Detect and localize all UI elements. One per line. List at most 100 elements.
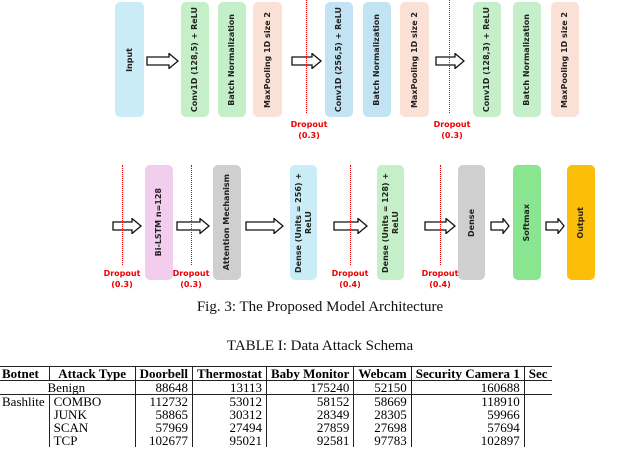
cell-botnet: Bashlite xyxy=(2,394,45,409)
layer-label: MaxPooling 1D size 2 xyxy=(409,11,419,108)
cell-botnet xyxy=(0,434,49,447)
cell-botnet xyxy=(0,421,49,434)
arrow-right-icon xyxy=(112,218,142,234)
cell: 58865 xyxy=(134,408,193,421)
header-sec: Sec xyxy=(523,366,552,381)
layer-box: Batch Normalization xyxy=(513,2,541,117)
layer-box: Softmax xyxy=(513,165,541,280)
table-row: Benign 88648 13113 175240 52150 160688 xyxy=(0,380,552,395)
cell: 28349 xyxy=(265,408,354,421)
layer-box: MaxPooling 1D size 2 xyxy=(551,2,579,117)
layer-box: Batch Normalization xyxy=(363,2,391,117)
layer-label: Dense (Units = 128) + ReLU xyxy=(380,172,400,273)
dropout-text: Dropout xyxy=(433,120,471,129)
dropout-label: Dropout (0.3) xyxy=(427,119,477,141)
layer-label: Conv1D (128,3) + ReLU xyxy=(482,6,491,113)
dropout-text: Dropout xyxy=(331,269,369,278)
header-thermostat: Thermostat xyxy=(192,366,267,381)
layer-box: Output xyxy=(567,165,595,280)
cell: 97783 xyxy=(353,434,412,447)
data-attack-table: Botnet Attack Type Doorbell Thermostat B… xyxy=(0,366,552,447)
dropout-rate: (0.3) xyxy=(180,280,202,289)
cell: 175240 xyxy=(265,380,354,395)
header-botnet: Botnet xyxy=(0,366,50,381)
dropout-label: Dropout (0.4) xyxy=(325,268,375,290)
dropout-rate: (0.3) xyxy=(298,131,320,140)
cell xyxy=(523,380,552,395)
cell: 58669 xyxy=(353,394,412,408)
cell xyxy=(523,434,552,447)
layer-box: Conv1D (128,3) + ReLU xyxy=(473,2,501,117)
layer-label: MaxPooling 1D size 2 xyxy=(560,11,569,108)
layer-box: Attention Mechanism xyxy=(213,165,241,280)
cell xyxy=(523,394,552,408)
cell: 92581 xyxy=(265,434,354,447)
cell: 58152 xyxy=(265,394,354,408)
dropout-line xyxy=(449,0,450,113)
cell-benign: Benign xyxy=(0,380,136,395)
layer-label: Bi-LSTM n=128 xyxy=(154,188,163,257)
arrow-right-icon xyxy=(176,218,210,234)
cell: 88648 xyxy=(134,380,193,395)
cell: 30312 xyxy=(192,408,267,421)
cell-botnet xyxy=(0,408,49,421)
layer-box: MaxPooling 1D size 2 xyxy=(400,2,429,117)
layer-label: Conv1D (256,5) + ReLU xyxy=(334,6,343,113)
cell: 57969 xyxy=(134,421,193,434)
dropout-label: Dropout (0.3) xyxy=(284,119,334,141)
dropout-label: Dropout(0.4) xyxy=(415,268,465,290)
table-header-row: Botnet Attack Type Doorbell Thermostat B… xyxy=(0,366,552,381)
dropout-text: Dropout xyxy=(421,269,459,278)
layer-label: MaxPooling 1D size 2 xyxy=(262,11,272,108)
arrow-right-icon xyxy=(490,218,510,234)
layer-label: Dense (Units = 256) + ReLU xyxy=(293,172,313,273)
layer-label: Batch Normalization xyxy=(227,13,236,106)
cell: 28305 xyxy=(353,408,412,421)
dropout-label: Dropout (0.3) xyxy=(166,268,216,290)
dropout-line xyxy=(350,165,351,265)
arrow-right-icon xyxy=(245,218,284,234)
cell: 27859 xyxy=(265,421,354,434)
dropout-rate: (0.3) xyxy=(441,131,463,140)
cell: 27698 xyxy=(353,421,412,434)
dropout-text: Dropout xyxy=(103,269,141,278)
dropout-label: Dropout(0.3) xyxy=(97,268,147,290)
cell: 57694 xyxy=(410,421,525,434)
figure-caption: Fig. 3: The Proposed Model Architecture xyxy=(196,299,444,315)
header-doorbell: Doorbell xyxy=(134,366,193,381)
cell: 27494 xyxy=(192,421,267,434)
dropout-text: Dropout xyxy=(290,120,328,129)
header-attack-type: Attack Type xyxy=(48,366,136,381)
header-baby-monitor: Baby Monitor xyxy=(265,366,354,381)
layer-label: Dense xyxy=(466,208,476,237)
dropout-line xyxy=(306,0,307,113)
layer-label: Softmax xyxy=(522,203,531,242)
layer-box: Batch Normalization xyxy=(218,2,246,117)
cell xyxy=(523,408,552,421)
arrow-right-icon xyxy=(146,53,179,69)
arrow-right-icon xyxy=(545,218,565,234)
header-security-camera-1: Security Camera 1 xyxy=(410,366,525,381)
layer-label: Batch Normalization xyxy=(522,13,531,106)
cell: 160688 xyxy=(410,380,525,395)
cell-attack-type: SCAN xyxy=(48,421,136,434)
layer-label: Input xyxy=(124,47,134,72)
cell xyxy=(523,421,552,434)
layer-box: Input xyxy=(115,2,144,117)
cell: 53012 xyxy=(192,394,267,408)
cell-attack-type: JUNK xyxy=(48,408,136,421)
dropout-rate: (0.4) xyxy=(339,280,361,289)
cell: 112732 xyxy=(134,394,193,408)
layer-box: Bi-LSTM n=128 xyxy=(145,165,173,280)
dropout-text: Dropout xyxy=(172,269,210,278)
cell: 102897 xyxy=(410,434,525,447)
dropout-line xyxy=(122,165,123,265)
layer-box: MaxPooling 1D size 2 xyxy=(253,2,282,117)
layer-label: Conv1D (128,5) + ReLU xyxy=(190,6,199,113)
cell: 118910 xyxy=(410,394,525,408)
layer-box: Dense xyxy=(458,165,485,280)
table-title: TABLE I: Data Attack Schema xyxy=(226,338,414,354)
layer-box: Conv1D (256,5) + ReLU xyxy=(325,2,353,117)
